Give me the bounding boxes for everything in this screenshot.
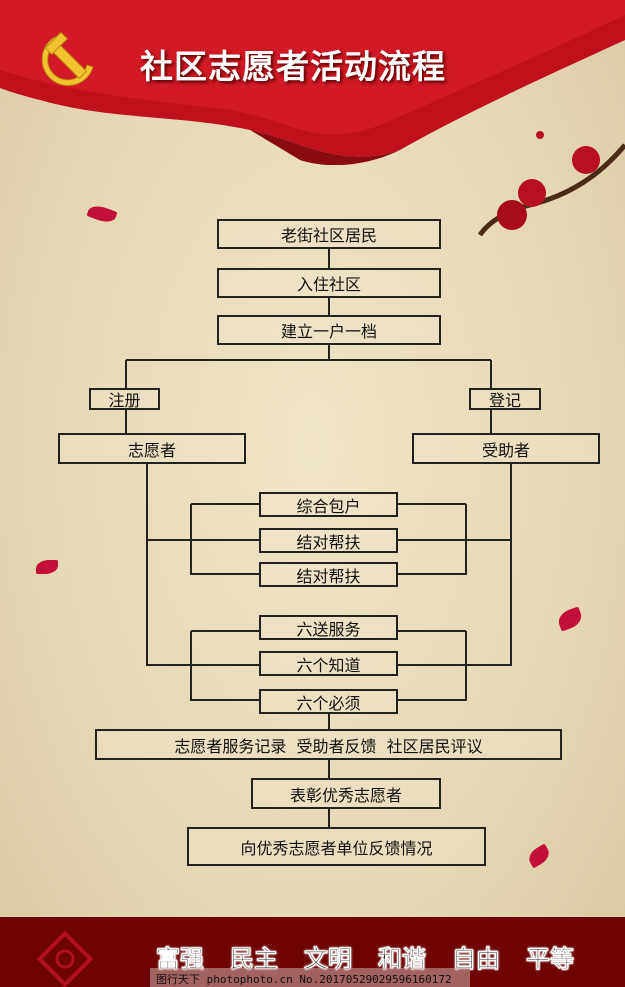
watermark: 图行天下 photophoto.cn No.201705290295961601… (150, 968, 470, 987)
value-word: 平等 (526, 944, 575, 974)
page-title: 社区志愿者活动流程 (140, 47, 446, 86)
hammer-sickle-icon (41, 31, 94, 86)
plum-blossom-branch (477, 131, 625, 237)
chinese-knot-icon (36, 930, 94, 987)
flow-step-file: 建立一户一档 (217, 315, 441, 345)
flow-volunteer: 志愿者 (58, 433, 246, 464)
flow-recipient: 受助者 (412, 433, 600, 464)
flow-group1-item: 综合包户 (259, 492, 398, 517)
flow-record: 志愿者服务记录 受助者反馈 社区居民评议 (95, 729, 562, 760)
flow-group2-item: 六送服务 (259, 615, 398, 640)
flow-group2-item: 六个必须 (259, 689, 398, 714)
red-flag-banner (0, 0, 625, 165)
flow-group1-item: 结对帮扶 (259, 562, 398, 587)
flow-register: 注册 (89, 388, 160, 410)
flow-enroll: 登记 (469, 388, 541, 410)
flow-group2-item: 六个知道 (259, 651, 398, 676)
flow-commend: 表彰优秀志愿者 (251, 778, 441, 809)
flow-step-residents: 老街社区居民 (217, 219, 441, 249)
petal-decoration (36, 560, 58, 574)
flow-group1-item: 结对帮扶 (259, 528, 398, 553)
flow-step-move-in: 入住社区 (217, 268, 441, 298)
flow-feedback: 向优秀志愿者单位反馈情况 (187, 827, 486, 866)
